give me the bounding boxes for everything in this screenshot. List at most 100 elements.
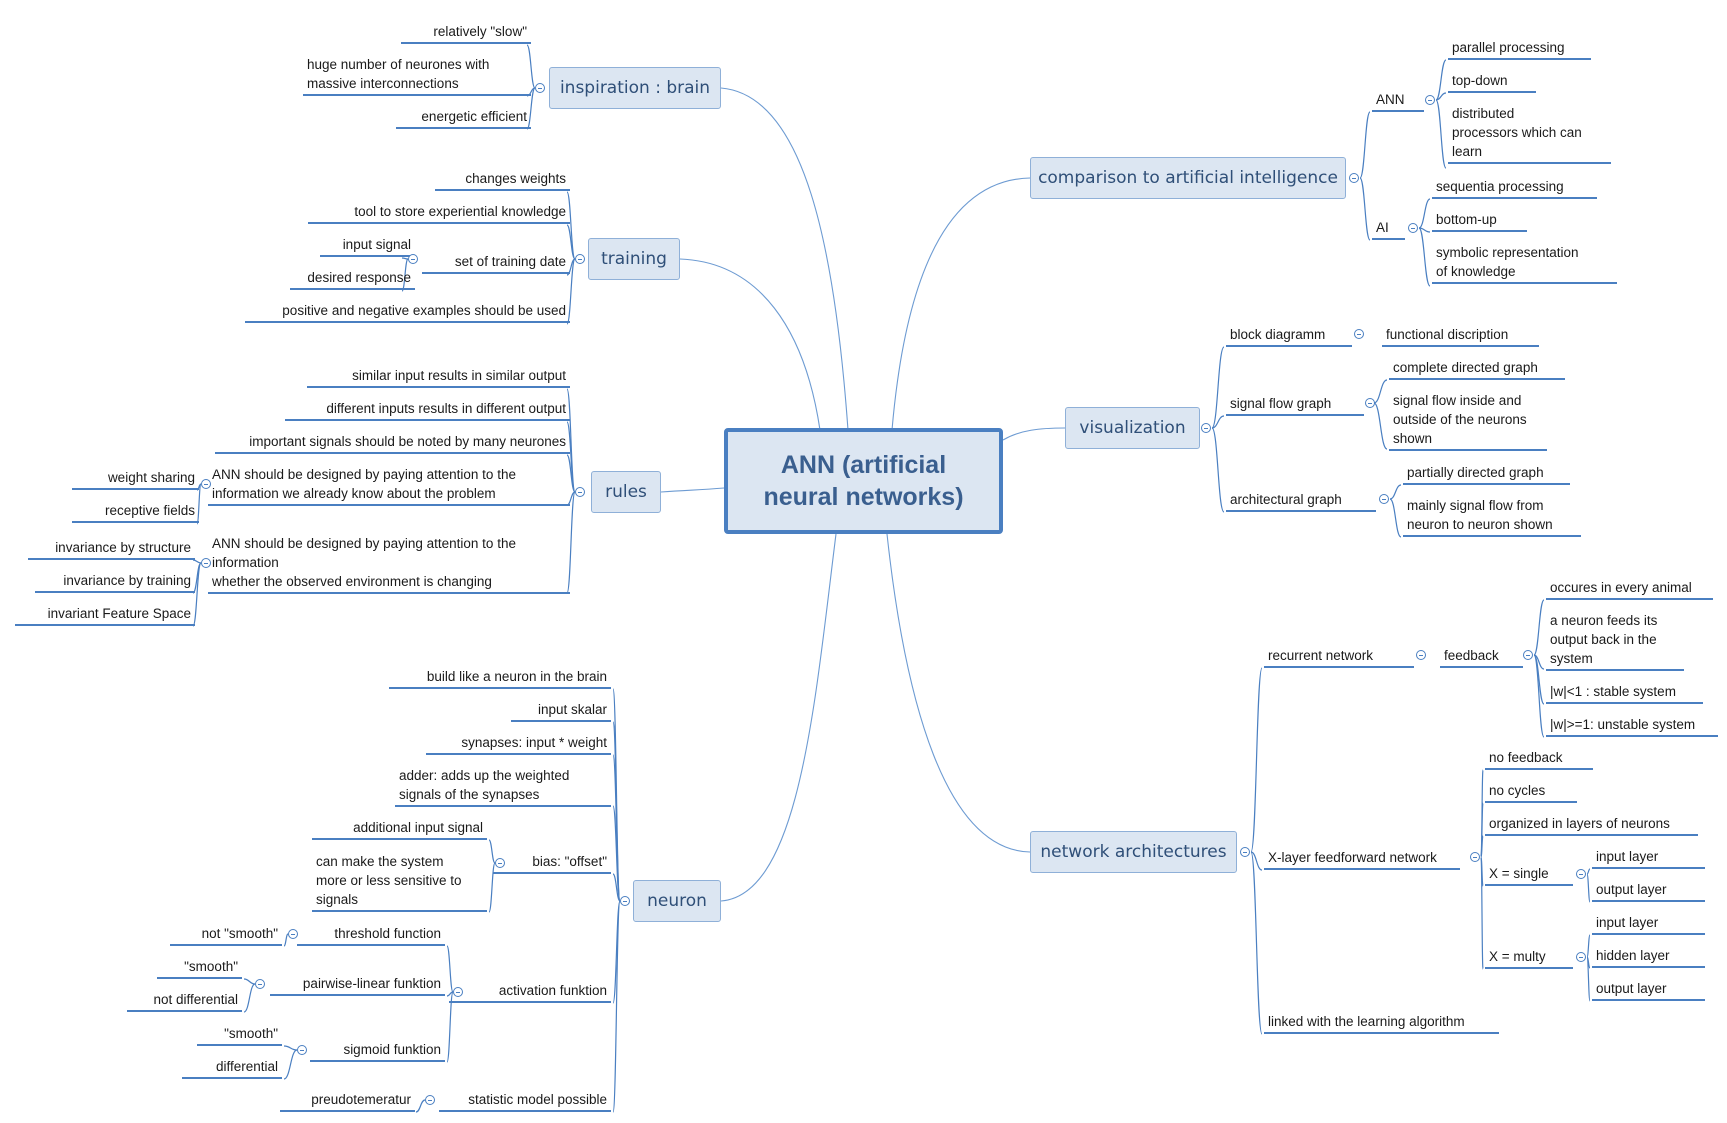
vis-signal-flow-graph[interactable]: signal flow graph <box>1226 394 1364 416</box>
collapse-toggle[interactable] <box>288 929 298 939</box>
vis-functional-discription[interactable]: functional discription <box>1382 325 1539 347</box>
collapse-toggle[interactable] <box>620 896 630 906</box>
vis-signal-inside-outside[interactable]: signal flow inside and outside of the ne… <box>1389 391 1547 451</box>
neuron-input-skalar[interactable]: input skalar <box>511 700 611 722</box>
neuron-threshold-function[interactable]: threshold function <box>297 924 445 946</box>
collapse-toggle[interactable] <box>1523 650 1533 660</box>
training-positive-negative[interactable]: positive and negative examples should be… <box>245 301 570 323</box>
collapse-toggle[interactable] <box>1425 95 1435 105</box>
neuron-threshold-not-smooth[interactable]: not "smooth" <box>170 924 282 946</box>
arch-unstable-system[interactable]: |w|>=1: unstable system <box>1546 715 1718 737</box>
arch-linked-learning[interactable]: linked with the learning algorithm <box>1264 1012 1499 1034</box>
collapse-toggle[interactable] <box>1349 173 1359 183</box>
collapse-toggle[interactable] <box>1576 869 1586 879</box>
collapse-toggle[interactable] <box>1470 852 1480 862</box>
topic-network-architectures[interactable]: network architectures <box>1030 831 1237 873</box>
comparison-ai-bottom-up[interactable]: bottom-up <box>1432 210 1527 232</box>
collapse-toggle[interactable] <box>201 558 211 568</box>
rule-invariance-training[interactable]: invariance by training <box>35 571 195 593</box>
topic-rules[interactable]: rules <box>591 471 661 513</box>
topic-inspiration-brain[interactable]: inspiration : brain <box>549 67 721 109</box>
rule-similar-input[interactable]: similar input results in similar output <box>307 366 570 388</box>
comparison-ann-parallel[interactable]: parallel processing <box>1448 38 1591 60</box>
collapse-toggle[interactable] <box>453 987 463 997</box>
rule-designed-environment[interactable]: ANN should be designed by paying attenti… <box>208 534 570 594</box>
arch-single-input-layer[interactable]: input layer <box>1592 847 1705 869</box>
arch-stable-system[interactable]: |w|<1 : stable system <box>1546 682 1703 704</box>
arch-multy-output-layer[interactable]: output layer <box>1592 979 1705 1001</box>
collapse-toggle[interactable] <box>1354 329 1364 339</box>
comparison-ai-symbolic[interactable]: symbolic representation of knowledge <box>1432 243 1617 284</box>
arch-organized-layers[interactable]: organized in layers of neurons <box>1485 814 1698 836</box>
rule-invariant-feature-space[interactable]: invariant Feature Space <box>15 604 195 626</box>
neuron-sensitive-signals[interactable]: can make the system more or less sensiti… <box>312 852 487 912</box>
arch-no-cycles[interactable]: no cycles <box>1485 781 1577 803</box>
neuron-pairwise-linear[interactable]: pairwise-linear funktion <box>270 974 445 996</box>
inspiration-item-energetic[interactable]: energetic efficient <box>396 107 531 129</box>
neuron-sigmoid-smooth[interactable]: "smooth" <box>197 1024 282 1046</box>
arch-multy-hidden-layer[interactable]: hidden layer <box>1592 946 1705 968</box>
collapse-toggle[interactable] <box>1408 223 1418 233</box>
collapse-toggle[interactable] <box>1416 650 1426 660</box>
arch-x-multy[interactable]: X = multy <box>1485 947 1573 969</box>
neuron-synapses[interactable]: synapses: input * weight <box>426 733 611 755</box>
neuron-pairwise-not-differential[interactable]: not differential <box>127 990 242 1012</box>
neuron-build-like-brain[interactable]: build like a neuron in the brain <box>389 667 611 689</box>
neuron-adder[interactable]: adder: adds up the weighted signals of t… <box>395 766 611 807</box>
topic-neuron[interactable]: neuron <box>633 880 721 922</box>
collapse-toggle[interactable] <box>575 254 585 264</box>
neuron-sigmoid-funktion[interactable]: sigmoid funktion <box>310 1040 445 1062</box>
collapse-toggle[interactable] <box>201 479 211 489</box>
inspiration-item-slow[interactable]: relatively "slow" <box>401 22 531 44</box>
arch-recurrent-network[interactable]: recurrent network <box>1264 646 1414 668</box>
neuron-pairwise-smooth[interactable]: "smooth" <box>157 957 242 979</box>
vis-block-diagramm[interactable]: block diagramm <box>1226 325 1352 347</box>
inspiration-item-neurones[interactable]: huge number of neurones with massive int… <box>303 55 531 96</box>
training-tool-store-knowledge[interactable]: tool to store experiential knowledge <box>308 202 570 224</box>
comparison-ai[interactable]: AI <box>1372 218 1405 240</box>
topic-comparison-ai[interactable]: comparison to artificial intelligence <box>1030 157 1346 199</box>
arch-feedback[interactable]: feedback <box>1440 646 1523 668</box>
collapse-toggle[interactable] <box>1379 494 1389 504</box>
collapse-toggle[interactable] <box>297 1045 307 1055</box>
vis-mainly-signal-flow[interactable]: mainly signal flow from neuron to neuron… <box>1403 496 1581 537</box>
rule-designed-known-information[interactable]: ANN should be designed by paying attenti… <box>208 465 570 506</box>
central-topic[interactable]: ANN (artificial neural networks) <box>724 428 1003 534</box>
training-set-of-training-date[interactable]: set of training date <box>422 252 570 274</box>
comparison-ann-top-down[interactable]: top-down <box>1448 71 1536 93</box>
rule-receptive-fields[interactable]: receptive fields <box>72 501 199 523</box>
neuron-activation-funktion[interactable]: activation funktion <box>449 981 611 1003</box>
collapse-toggle[interactable] <box>1576 952 1586 962</box>
comparison-ai-sequentia[interactable]: sequentia processing <box>1432 177 1597 199</box>
neuron-preudotemeratur[interactable]: preudotemeratur <box>280 1090 415 1112</box>
arch-no-feedback[interactable]: no feedback <box>1485 748 1593 770</box>
collapse-toggle[interactable] <box>535 83 545 93</box>
collapse-toggle[interactable] <box>408 254 418 264</box>
vis-complete-directed-graph[interactable]: complete directed graph <box>1389 358 1565 380</box>
collapse-toggle[interactable] <box>575 487 585 497</box>
arch-x-single[interactable]: X = single <box>1485 864 1573 886</box>
comparison-ann-distributed[interactable]: distributed processors which can learn <box>1448 104 1611 164</box>
collapse-toggle[interactable] <box>425 1095 435 1105</box>
arch-x-layer-feedforward[interactable]: X-layer feedforward network <box>1264 848 1460 870</box>
training-input-signal[interactable]: input signal <box>320 235 415 257</box>
neuron-bias-offset[interactable]: bias: "offset" <box>493 852 611 874</box>
training-changes-weights[interactable]: changes weights <box>435 169 570 191</box>
collapse-toggle[interactable] <box>495 858 505 868</box>
topic-visualization[interactable]: visualization <box>1065 407 1200 449</box>
rule-invariance-structure[interactable]: invariance by structure <box>28 538 195 560</box>
collapse-toggle[interactable] <box>255 979 265 989</box>
rule-important-signals[interactable]: important signals should be noted by man… <box>215 432 570 454</box>
neuron-additional-input-signal[interactable]: additional input signal <box>312 818 487 840</box>
collapse-toggle[interactable] <box>1240 847 1250 857</box>
rule-different-inputs[interactable]: different inputs results in different ou… <box>285 399 570 421</box>
neuron-statistic-model[interactable]: statistic model possible <box>439 1090 611 1112</box>
rule-weight-sharing[interactable]: weight sharing <box>72 468 199 490</box>
vis-architectural-graph[interactable]: architectural graph <box>1226 490 1376 512</box>
arch-single-output-layer[interactable]: output layer <box>1592 880 1705 902</box>
comparison-ann[interactable]: ANN <box>1372 90 1424 112</box>
neuron-sigmoid-differential[interactable]: differential <box>182 1057 282 1079</box>
collapse-toggle[interactable] <box>1201 423 1211 433</box>
topic-training[interactable]: training <box>588 238 680 280</box>
arch-occures-every-animal[interactable]: occures in every animal <box>1546 578 1713 600</box>
